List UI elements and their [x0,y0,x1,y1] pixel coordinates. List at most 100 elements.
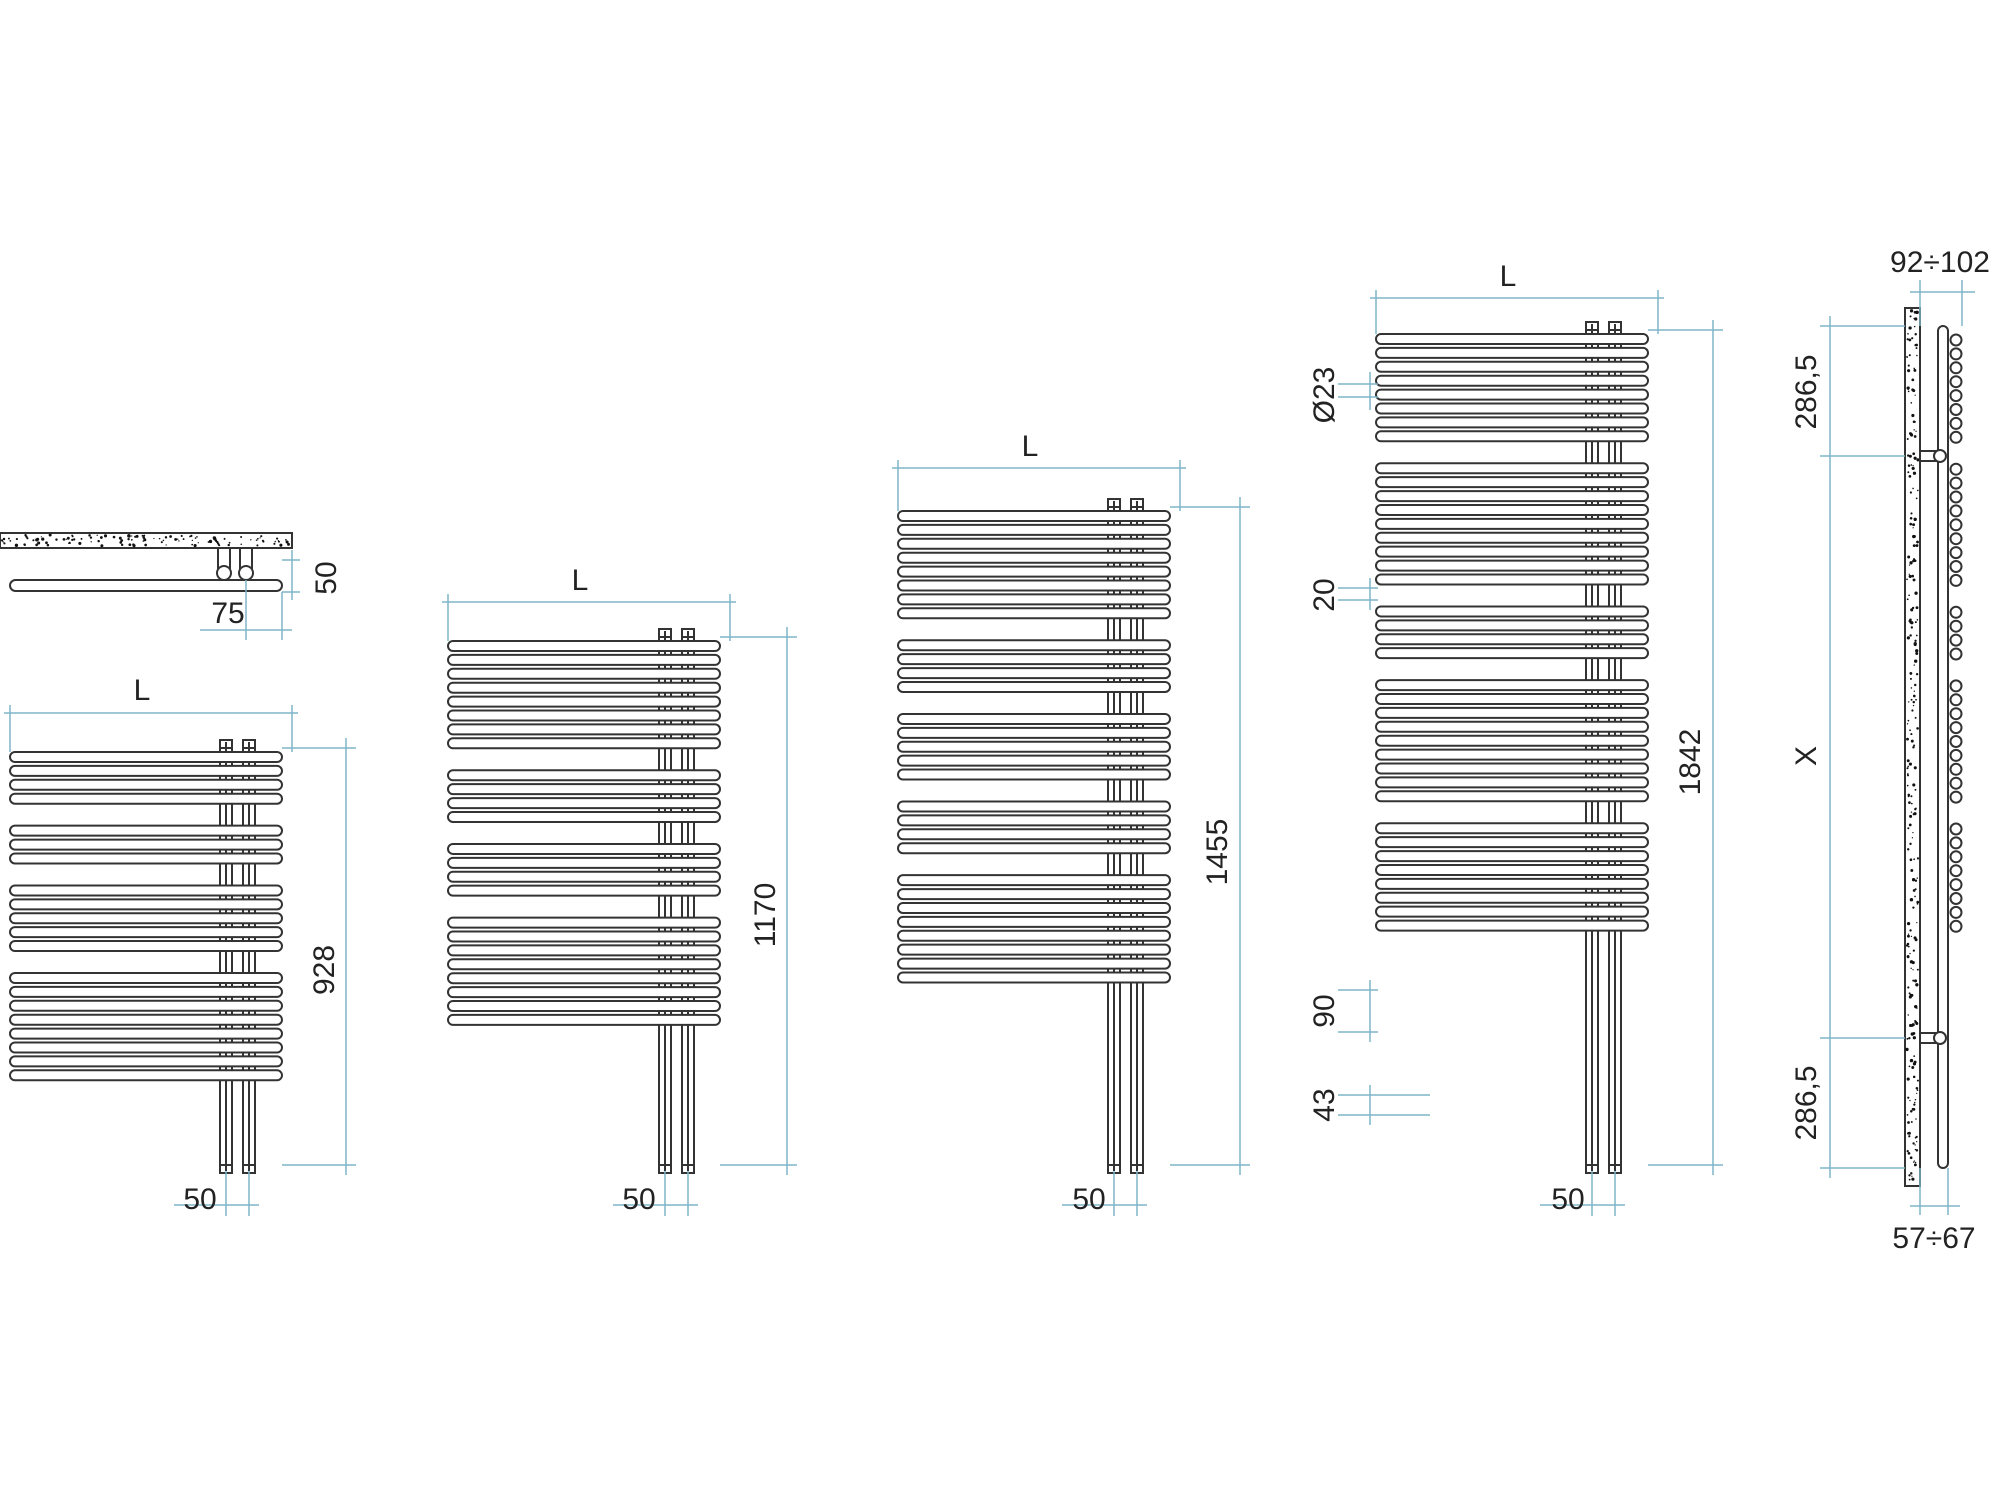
tube [447,870,721,883]
tube [1375,374,1649,387]
speckle [1906,386,1910,390]
speckle [240,535,243,538]
tube [1375,891,1649,904]
speckle [1911,709,1914,712]
speckle [274,540,277,543]
tube [447,856,721,869]
tube [447,695,721,708]
speckle [1910,464,1913,466]
speckle [1913,744,1916,747]
tube [1375,776,1649,789]
speckle [1914,317,1918,321]
side-tube [1949,748,1963,762]
speckle [1908,992,1911,995]
side-tube-circles [1949,333,1963,933]
speckle [1912,1036,1916,1040]
speckle [227,543,230,547]
speckle [88,534,91,537]
offset-label: 75 [211,597,244,630]
side-tube [1949,532,1963,546]
speckle [1913,979,1918,983]
speckle [0,539,4,542]
speckle [144,543,148,547]
speckle [1910,1121,1913,1123]
speckle [80,537,83,540]
speckle [1909,960,1914,964]
speckle [1911,1066,1915,1070]
speckle [191,539,194,542]
speckle [1912,969,1914,971]
speckle [262,540,265,543]
tube [897,565,1171,578]
speckle [71,535,74,538]
tube [1375,346,1649,359]
speckle [1912,578,1916,582]
speckle [1913,659,1918,663]
speckle [1915,649,1919,653]
tube [897,607,1171,620]
tube [9,912,283,925]
tube [9,1069,283,1082]
speckle [141,534,144,537]
speckle [1913,1163,1917,1167]
speckle [158,537,161,540]
speckle [1912,1108,1916,1111]
speckle [1908,1178,1911,1181]
speckle [120,543,124,547]
radiator-1842 [1370,290,1723,1216]
speckle [1908,1174,1911,1177]
speckle [1912,813,1915,816]
tube [897,768,1171,781]
speckle [9,539,12,542]
brackets [1919,449,1947,1045]
detail-dimensions [1338,372,1430,1125]
speckle [1914,716,1917,719]
radiator-2-height-label: 1170 [749,883,782,948]
speckle [1908,326,1912,330]
radiator-3-height-label: 1455 [1201,819,1234,886]
speckle [164,536,168,539]
speckle [1909,858,1913,862]
speckle [48,533,52,537]
speckle [260,535,263,538]
speckle [228,541,231,544]
speckle [1913,368,1917,372]
speckle [1907,555,1911,559]
speckle [153,537,155,540]
speckle [103,534,108,538]
speckle [1912,544,1916,548]
speckle [1915,1087,1919,1090]
speckle [1912,694,1916,698]
tube [1375,905,1649,918]
speckle [143,534,146,537]
speckle [197,542,199,544]
tube [1375,388,1649,401]
speckle [1910,512,1913,515]
speckle [1909,929,1912,932]
tube [897,943,1171,956]
tube [897,680,1171,693]
speckle [1909,814,1913,818]
speckle [1914,1098,1917,1101]
tube [1375,416,1649,429]
speckle [1909,1058,1914,1063]
tube [897,593,1171,606]
speckle [1915,1149,1919,1152]
tube [447,810,721,823]
speckle [1908,564,1911,566]
speckle [174,537,178,541]
tube [9,852,283,865]
speckle [193,544,197,548]
speckle [1914,1136,1917,1139]
speckle [1912,1161,1915,1163]
speckle [1915,310,1919,314]
speckle [1914,1148,1917,1151]
speckle [1915,1021,1919,1025]
tube-pitch-label: 43 [1308,1088,1341,1121]
tube [897,726,1171,739]
tube [447,930,721,943]
bracket-spacing-label: X [1790,746,1823,766]
speckle [1913,435,1917,438]
speckle [97,539,100,543]
speckle [1914,333,1917,336]
